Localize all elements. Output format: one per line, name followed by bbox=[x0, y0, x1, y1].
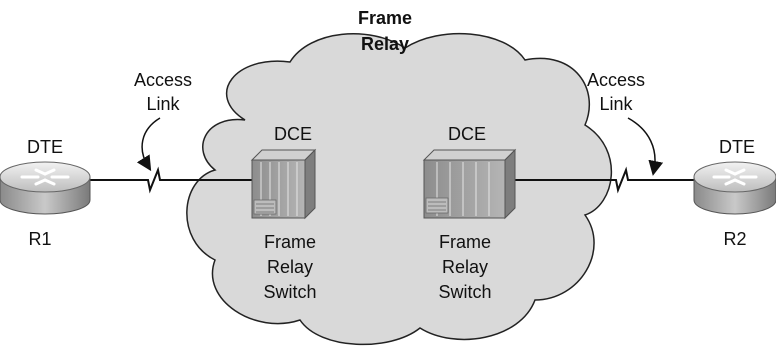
router-r2-icon bbox=[693, 161, 776, 215]
switch-right-label-1: Frame bbox=[439, 232, 491, 252]
cloud-title-line1: Frame bbox=[358, 8, 412, 28]
access-link-left-arrow bbox=[136, 117, 161, 172]
frame-relay-switch-left-icon bbox=[250, 148, 317, 220]
switch-right-label-2: Relay bbox=[442, 257, 488, 277]
switch-right-label-3: Switch bbox=[438, 282, 491, 302]
switch-left-role: DCE bbox=[274, 124, 312, 144]
access-link-left-label-2: Link bbox=[146, 94, 180, 114]
access-link-right-label-1: Access bbox=[587, 70, 645, 90]
access-link-right-arrow bbox=[627, 117, 664, 176]
switch-left-label-2: Relay bbox=[267, 257, 313, 277]
router-r2-role: DTE bbox=[719, 137, 755, 157]
access-link-left-label-1: Access bbox=[134, 70, 192, 90]
frame-relay-switch-right-icon bbox=[422, 148, 517, 220]
router-r1-icon bbox=[0, 161, 91, 215]
router-r2-name: R2 bbox=[723, 229, 746, 249]
router-r1-role: DTE bbox=[27, 137, 63, 157]
switch-left-label-3: Switch bbox=[263, 282, 316, 302]
switch-left-label-1: Frame bbox=[264, 232, 316, 252]
router-r1-name: R1 bbox=[28, 229, 51, 249]
access-link-left bbox=[90, 166, 253, 194]
cloud-title-line2: Relay bbox=[361, 34, 409, 54]
access-link-right-label-2: Link bbox=[599, 94, 633, 114]
frame-relay-cloud bbox=[186, 32, 612, 346]
switch-right-role: DCE bbox=[448, 124, 486, 144]
access-link-right bbox=[515, 166, 694, 194]
